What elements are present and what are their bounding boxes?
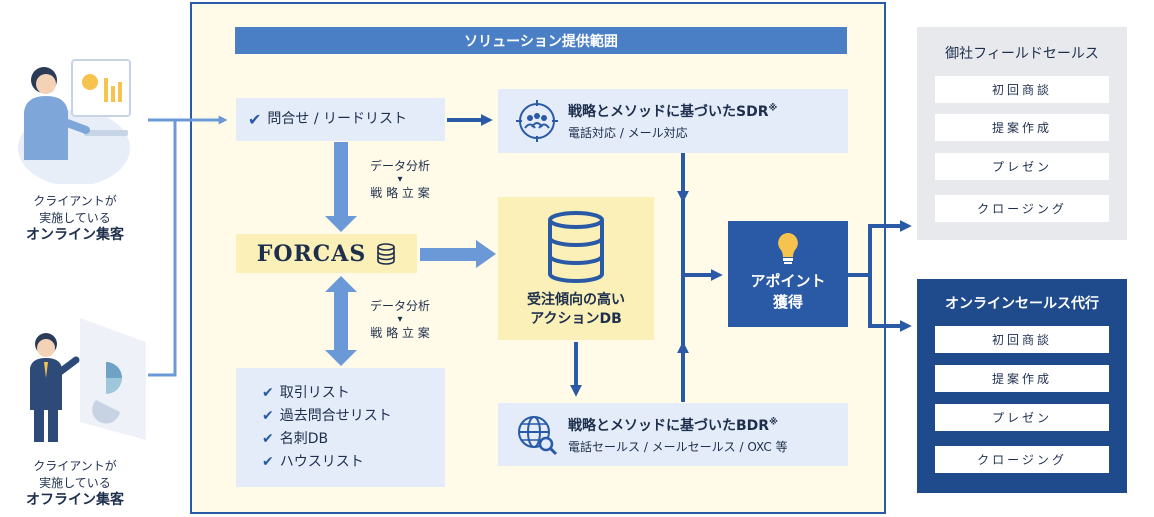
offline-client-line1: クライアントが (33, 459, 117, 473)
bdr-note-mark: ※ (769, 416, 778, 427)
list-sources-box: ✔ 取引リスト ✔ 過去問合せリスト ✔ 名刺DB ✔ ハウスリスト (236, 368, 445, 487)
sdr-note-mark: ※ (768, 103, 778, 114)
forcas-lists-double-arrow (325, 276, 357, 366)
analysis-top-line2: 戦 略 立 案 (370, 186, 430, 200)
list-item-label: 名刺DB (279, 431, 329, 447)
list-item-label: ハウスリスト (279, 454, 364, 470)
online-client-line3: オンライン集客 (26, 227, 124, 243)
forcas-logo-text: FORCAS (256, 240, 367, 267)
field-sales-panel: 御社フィールドセールス 初回商談 提案作成 プレゼン クロージング (917, 27, 1127, 240)
globe-search-icon (518, 415, 558, 455)
database-icon (548, 211, 604, 283)
analysis-top-line1: データ分析 (369, 159, 430, 173)
online-sales-agency-panel: オンラインセールス代行 初回商談 提案作成 プレゼン クロージング (917, 279, 1127, 493)
offline-client-illustration (14, 312, 154, 450)
field-sales-title: 御社フィールドセールス (945, 46, 1099, 62)
forcas-box: FORCAS (236, 234, 417, 273)
online-agency-item: 提案作成 (935, 365, 1109, 392)
online-client-line1: クライアントが (33, 194, 117, 208)
bdr-box: 戦略とメソッドに基づいたBDR※ 電話セールス / メールセールス / OXC … (498, 403, 848, 466)
sdr-subtitle: 電話対応 / メール対応 (568, 126, 688, 140)
action-db-box: 受注傾向の高い アクションDB (498, 197, 654, 340)
team-target-icon (516, 100, 558, 142)
check-icon: ✔ (262, 431, 274, 447)
client-feed-lines (148, 115, 228, 377)
inquiry-box: ✔ 問合せ / リードリスト (236, 98, 445, 141)
lightbulb-icon (778, 233, 798, 264)
action-db-line2: アクションDB (530, 311, 622, 327)
check-icon: ✔ (262, 385, 274, 401)
sdr-title: 戦略とメソッドに基づいたSDR (568, 104, 769, 120)
forcas-to-db-arrow (420, 240, 496, 268)
check-icon: ✔ (248, 110, 262, 129)
bdr-title: 戦略とメソッドに基づいたBDR (568, 417, 770, 434)
field-sales-item: 初回商談 (935, 76, 1109, 103)
online-client-illustration (14, 48, 138, 186)
offline-client-label: クライアントが 実施している オフライン集客 (10, 458, 140, 509)
list-item: ✔ 過去問合せリスト (262, 405, 445, 428)
list-item: ✔ 取引リスト (262, 382, 445, 405)
list-item: ✔ ハウスリスト (262, 451, 445, 474)
online-client-label: クライアントが 実施している オンライン集客 (10, 193, 140, 244)
offline-client-line2: 実施している (39, 476, 111, 490)
list-item-label: 過去問合せリスト (279, 408, 392, 424)
analysis-bottom-line2: 戦 略 立 案 (370, 326, 430, 340)
appointment-to-field-sales-arrow (848, 220, 912, 277)
appointment-box: アポイント 獲得 (728, 221, 848, 327)
scope-title: ソリューション提供範囲 (235, 27, 847, 54)
field-sales-item: 提案作成 (935, 114, 1109, 141)
bdr-subtitle: 電話セールス / メールセールス / OXC 等 (568, 439, 788, 454)
online-client-line2: 実施している (39, 211, 111, 225)
chevron-down-icon: ▾ (397, 174, 403, 185)
list-item: ✔ 名刺DB (262, 428, 445, 451)
appointment-label: アポイント 獲得 (728, 271, 848, 313)
online-agency-item: クロージング (935, 446, 1109, 473)
sdr-box: 戦略とメソッドに基づいたSDR※ 電話対応 / メール対応 (498, 89, 848, 153)
field-sales-item: プレゼン (935, 153, 1109, 180)
check-icon: ✔ (262, 408, 274, 424)
analysis-note-bottom: データ分析 ▾ 戦 略 立 案 (358, 298, 442, 342)
inquiry-to-forcas-arrow (325, 142, 357, 232)
appointment-line2: 獲得 (772, 293, 803, 311)
chevron-down-icon: ▾ (397, 314, 403, 325)
online-agency-item: プレゼン (935, 404, 1109, 431)
analysis-note-top: データ分析 ▾ 戦 略 立 案 (358, 158, 442, 202)
appointment-line1: アポイント (750, 272, 826, 290)
action-db-label: 受注傾向の高い アクションDB (498, 291, 654, 329)
database-icon (377, 242, 396, 265)
action-db-line1: 受注傾向の高い (527, 292, 625, 308)
check-icon: ✔ (262, 454, 274, 470)
analysis-bottom-line1: データ分析 (369, 299, 430, 313)
field-sales-item: クロージング (935, 195, 1109, 222)
online-agency-item: 初回商談 (935, 326, 1109, 353)
list-item-label: 取引リスト (279, 385, 350, 401)
appointment-to-agency-arrow (868, 275, 912, 332)
online-agency-title: オンラインセールス代行 (945, 296, 1099, 312)
inquiry-label: 問合せ / リードリスト (267, 111, 408, 127)
offline-client-line3: オフライン集客 (26, 492, 124, 508)
